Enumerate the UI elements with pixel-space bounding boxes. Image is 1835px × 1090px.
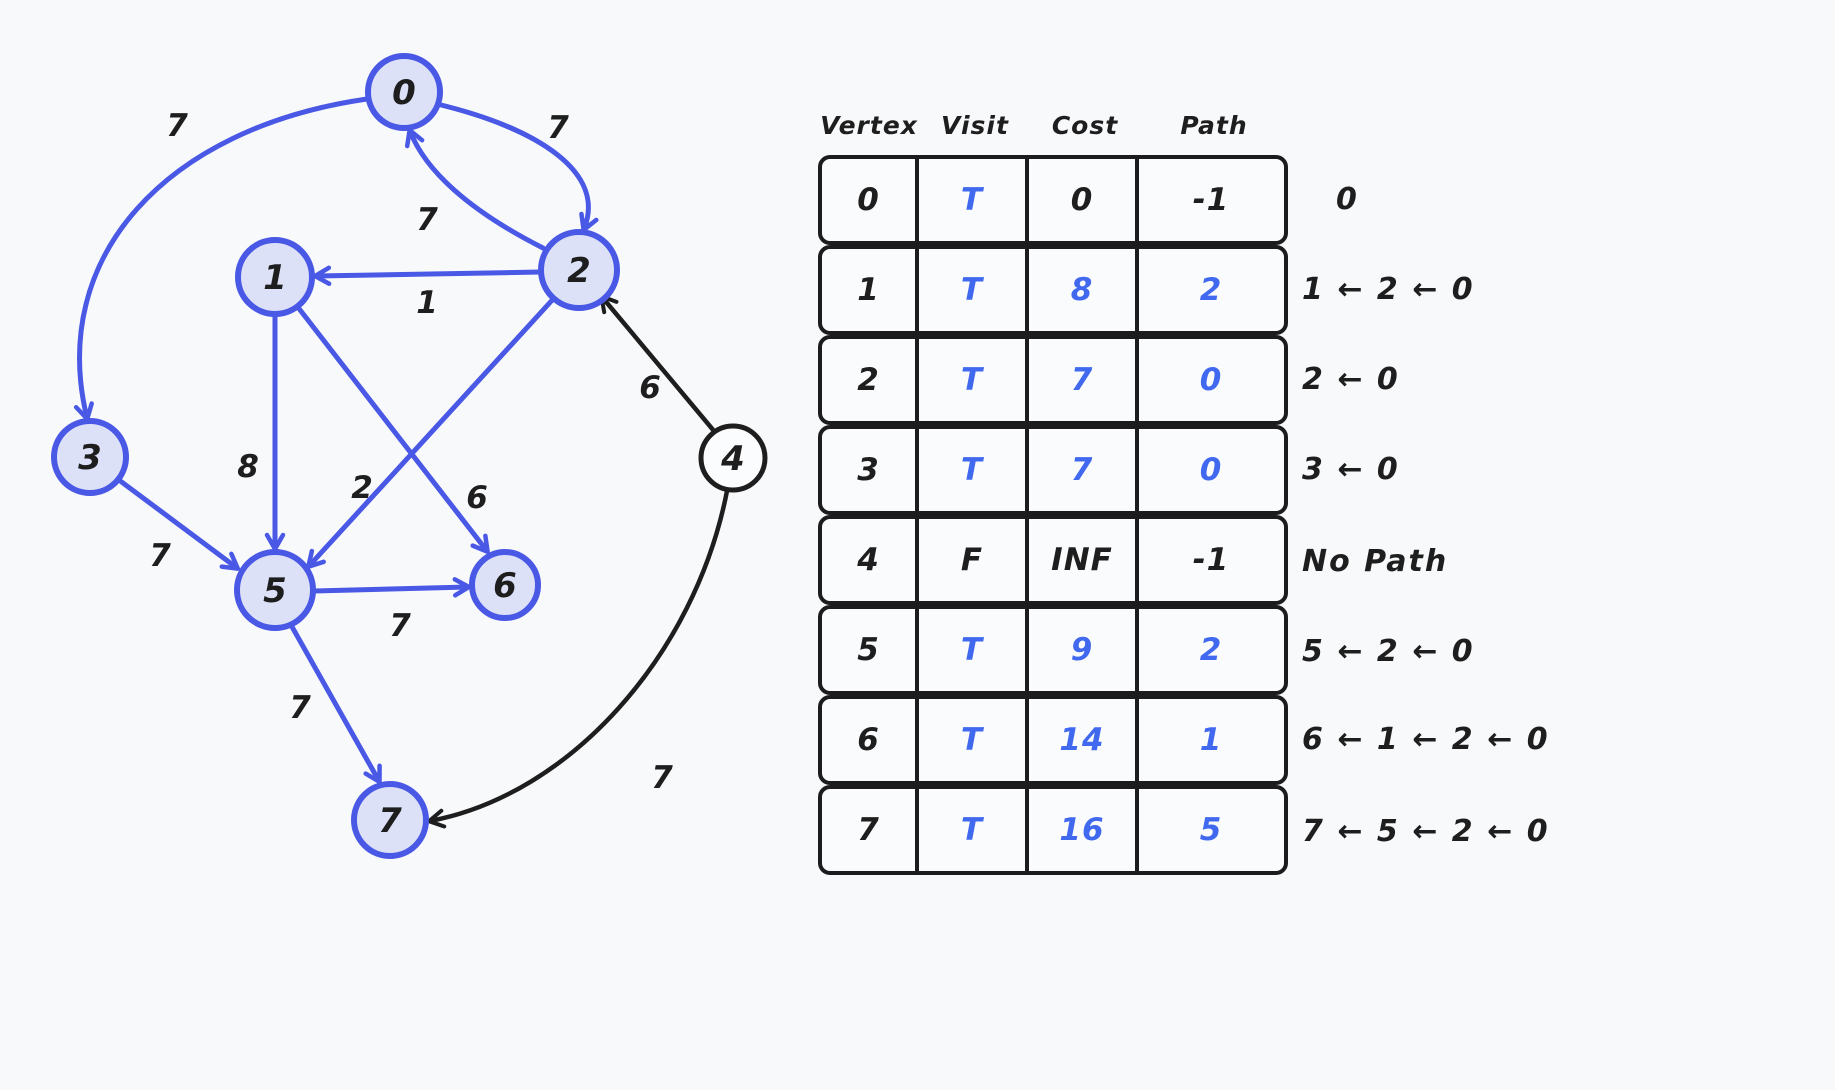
- edge-weight-2-1: 1: [416, 285, 438, 321]
- svg-text:6: 6: [493, 566, 517, 606]
- table-header-vertex: Vertex: [820, 111, 918, 140]
- edge-weight-2-5: 2: [351, 470, 373, 506]
- cell-vertex: 3: [822, 429, 919, 511]
- svg-text:7: 7: [378, 801, 402, 841]
- cell-visit: T: [919, 249, 1029, 331]
- graph-edges: [73, 96, 730, 829]
- cell-path: 2: [1199, 632, 1223, 668]
- cell-path: 5: [1199, 812, 1223, 848]
- cell-cost: 8: [1029, 249, 1139, 331]
- edge-3-5: [116, 477, 241, 571]
- cell-path: 2: [1199, 272, 1223, 308]
- edge-4-2: [599, 294, 717, 434]
- path-annotation-7: 7 ← 5 ← 2 ← 0: [1302, 814, 1550, 849]
- graph-nodes: 0 1 2 3 4 5 6: [51, 53, 768, 859]
- cell-cost: 16: [1029, 789, 1139, 871]
- cell-vertex: 5: [822, 609, 919, 691]
- cell-visit: T: [919, 789, 1029, 871]
- path-annotation-6: 6 ← 1 ← 2 ← 0: [1302, 722, 1550, 757]
- path-annotation-5: 5 ← 2 ← 0: [1302, 634, 1475, 669]
- table-row-7: 7 T 16 5: [818, 785, 1288, 875]
- table-row-1: 1 T 8 2: [818, 245, 1288, 335]
- edge-2-5: [306, 294, 558, 569]
- cell-cost: INF: [1029, 519, 1139, 601]
- cell-path: 0: [1199, 452, 1223, 488]
- graph-node-5: 5: [234, 549, 316, 631]
- edge-weight-1-6: 6: [466, 480, 488, 516]
- cell-cost: 9: [1029, 609, 1139, 691]
- edge-5-7: [288, 622, 382, 785]
- cell-vertex: 1: [822, 249, 919, 331]
- edge-0-2: [434, 101, 599, 233]
- path-annotation-4: No Path: [1302, 544, 1449, 579]
- cell-vertex: 2: [822, 339, 919, 421]
- cell-cost: 14: [1029, 699, 1139, 781]
- cell-vertex: 0: [822, 159, 919, 241]
- path-annotation-2: 2 ← 0: [1302, 362, 1400, 397]
- cell-path: 0: [1199, 362, 1223, 398]
- cell-path: -1: [1192, 182, 1230, 218]
- path-annotation-3: 3 ← 0: [1302, 452, 1400, 487]
- svg-text:0: 0: [392, 73, 416, 113]
- cell-path: 1: [1199, 722, 1223, 758]
- cell-visit: T: [919, 339, 1029, 421]
- svg-text:5: 5: [263, 571, 287, 611]
- cell-vertex: 4: [822, 519, 919, 601]
- cell-visit: T: [919, 429, 1029, 511]
- edge-weight-1-5: 8: [237, 449, 259, 485]
- cell-cost: 7: [1029, 339, 1139, 421]
- table-row-2: 2 T 7 0: [818, 335, 1288, 425]
- graph-node-7: 7: [351, 781, 429, 859]
- table-row-5: 5 T 9 2: [818, 605, 1288, 695]
- edge-4-7: [427, 488, 730, 829]
- edge-weight-3-5: 7: [149, 538, 171, 574]
- table-row-0: 0 T 0 -1: [818, 155, 1288, 245]
- graph-node-4: 4: [698, 423, 768, 493]
- cell-visit: T: [919, 159, 1029, 241]
- table-header-cost: Cost: [1051, 111, 1119, 140]
- cell-cost: 7: [1029, 429, 1139, 511]
- svg-text:1: 1: [263, 258, 287, 298]
- table-header-row: Vertex Visit Cost Path: [818, 103, 1288, 148]
- edge-weight-2-0: 7: [416, 202, 438, 238]
- cell-path: -1: [1192, 542, 1230, 578]
- edge-0-3: [73, 96, 370, 422]
- edge-weight-4-7: 7: [651, 760, 673, 796]
- graph-node-1: 1: [235, 237, 315, 317]
- svg-text:4: 4: [720, 439, 745, 479]
- svg-text:2: 2: [567, 251, 591, 291]
- svg-text:3: 3: [78, 438, 102, 478]
- cell-cost: 0: [1029, 159, 1139, 241]
- table-header-visit: Visit: [941, 111, 1009, 140]
- edge-weight-5-7: 7: [289, 690, 311, 726]
- edge-5-6: [311, 577, 472, 598]
- table-row-6: 6 T 14 1: [818, 695, 1288, 785]
- edge-weight-4-2: 6: [639, 370, 661, 406]
- edge-2-1: [312, 265, 544, 287]
- cell-visit: T: [919, 609, 1029, 691]
- table-row-4: 4 F INF -1: [818, 515, 1288, 605]
- graph-node-3: 3: [51, 418, 129, 496]
- graph-node-6: 6: [469, 549, 541, 621]
- edge-weight-0-3: 7: [166, 108, 188, 144]
- path-annotation-1: 1 ← 2 ← 0: [1302, 272, 1475, 307]
- table-header-path: Path: [1180, 111, 1248, 140]
- edge-weight-0-2: 7: [547, 110, 569, 146]
- edge-weight-5-6: 7: [389, 608, 411, 644]
- cell-vertex: 7: [822, 789, 919, 871]
- cell-visit: T: [919, 699, 1029, 781]
- graph-edge-weights: 7 7 7 1 8 2 6 7 7 7 6 7: [149, 108, 673, 796]
- path-annotation-0: 0: [1336, 182, 1359, 217]
- table-row-3: 3 T 7 0: [818, 425, 1288, 515]
- edge-2-0: [404, 127, 546, 251]
- graph-node-2: 2: [538, 229, 620, 311]
- dijkstra-table: 0 T 0 -1 1 T 8 2 2 T 7 0 3 T 7 0 4 F INF…: [818, 155, 1288, 875]
- edge-1-6: [294, 303, 490, 555]
- graph-node-0: 0: [365, 53, 443, 131]
- graph-diagram: 7 7 7 1 8 2 6 7 7 7 6 7 0 1 2: [51, 53, 768, 859]
- cell-visit: F: [919, 519, 1029, 601]
- cell-vertex: 6: [822, 699, 919, 781]
